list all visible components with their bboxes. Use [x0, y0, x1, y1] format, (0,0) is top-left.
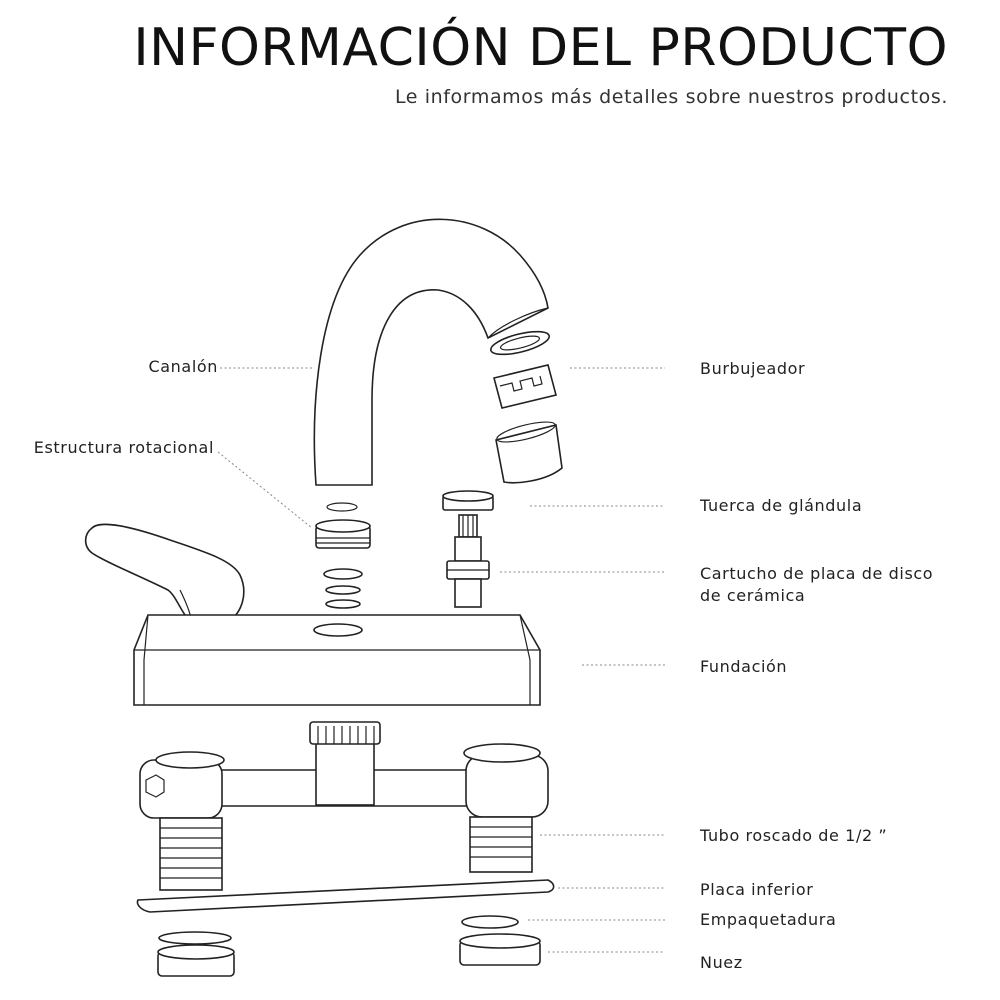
label-tubo-roscado: Tubo roscado de 1/2 ” [700, 826, 888, 845]
nuts [157, 933, 541, 977]
leader-lines [217, 367, 665, 953]
bottom-plate [136, 879, 555, 913]
label-placa-inferior: Placa inferior [700, 880, 814, 899]
label-fundacion: Fundación [700, 657, 788, 676]
label-estructura-rotacional: Estructura rotacional [33, 438, 214, 457]
gasket-left [158, 931, 232, 945]
page-title: INFORMACIÓN DEL PRODUCTO [133, 18, 948, 78]
threaded-pipe-assembly [139, 721, 549, 891]
label-tuerca: Tuerca de glándula [700, 496, 863, 515]
lever-handle [84, 523, 245, 623]
base-plate [133, 614, 541, 706]
label-burbujeador: Burbujeador [700, 359, 806, 378]
label-cartucho-line2: de cerámica [700, 586, 806, 605]
gasket-right [461, 915, 519, 929]
label-empaquetadura: Empaquetadura [700, 910, 837, 929]
label-canalon: Canalón [148, 357, 218, 376]
aerator-parts [490, 330, 563, 484]
page-subtitle: Le informamos más detalles sobre nuestro… [394, 86, 948, 108]
cartridge [442, 490, 494, 608]
spout [313, 218, 549, 486]
label-cartucho-line1: Cartucho de placa de disco [700, 564, 934, 583]
rotational-structure [315, 502, 371, 609]
label-nuez: Nuez [700, 953, 743, 972]
